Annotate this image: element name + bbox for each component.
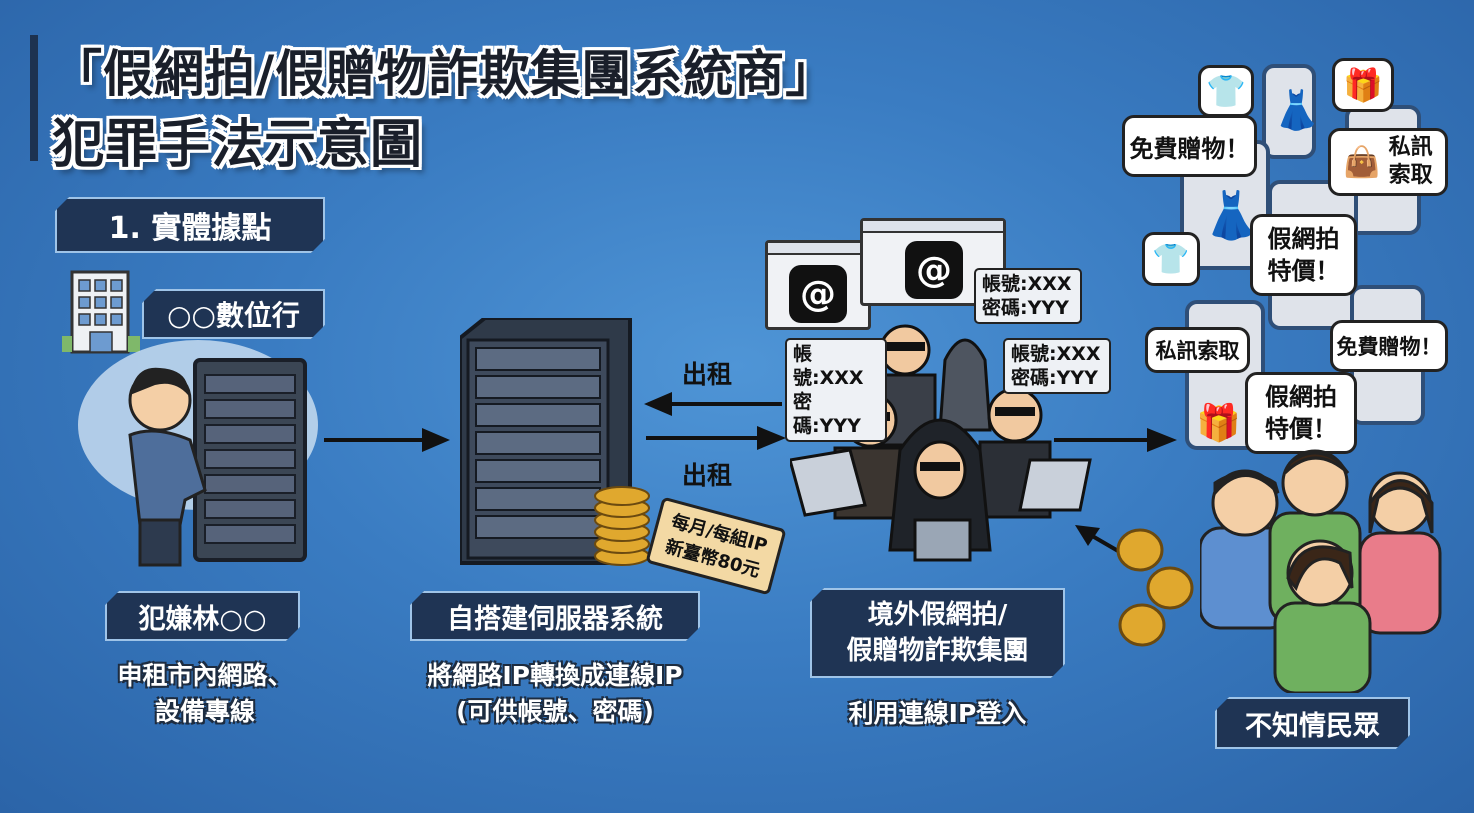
bubble-fake-sale: 假網拍特價！ (1250, 214, 1357, 296)
bubble-free-gift: 免費贈物！ (1330, 320, 1448, 372)
title-accent-bar (30, 35, 38, 161)
account-line: 帳號:XXX (982, 273, 1072, 295)
arrow-left-icon (644, 392, 782, 416)
dress-icon: 👗 (1273, 88, 1321, 132)
suspect-at-server-illustration (128, 358, 307, 567)
section-label: 1. 實體據點 (55, 197, 325, 253)
browser-window: @ (765, 240, 871, 330)
bubble-fake-sale: 假網拍特價！ (1245, 372, 1357, 454)
password-line: 密碼:YYY (982, 297, 1069, 319)
password-line: 密碼:YYY (793, 391, 861, 437)
coin-stack-icon (594, 486, 650, 566)
public-label: 不知情民眾 (1215, 697, 1410, 749)
server-desc-line2: (可供帳號、密碼) (456, 697, 654, 726)
account-line: 帳號:XXX (1011, 343, 1101, 365)
arrow-right-icon (1054, 428, 1177, 452)
threads-app-icon: @ (789, 265, 847, 323)
bubble-text: 假網拍 (1265, 383, 1337, 411)
bubble-dm-request: 👜 私訊索取 (1328, 128, 1448, 196)
office-building-icon (62, 270, 140, 354)
public-victims-illustration (1200, 449, 1442, 693)
bubble-dm-request: 私訊索取 (1145, 327, 1250, 373)
phone-illustration (1262, 64, 1316, 159)
handbag-icon: 👜 (1343, 144, 1381, 180)
suspect-desc-line2: 設備專線 (154, 697, 255, 726)
threads-app-icon: @ (905, 241, 963, 299)
arrow-right-icon (646, 426, 786, 450)
gift-icon: 🎁 (1196, 403, 1241, 444)
page-subtitle: 犯罪手法示意圖 (52, 115, 424, 175)
location-label: ○○數位行 (142, 289, 325, 339)
bubble-text: 私訊 (1388, 135, 1433, 160)
gang-label-line2: 假贈物詐欺集團 (846, 636, 1029, 666)
tshirt-icon: 👕 (1198, 65, 1254, 117)
suspect-description: 申租市內網路、 設備專線 (60, 658, 350, 730)
bubble-text: 假網拍 (1267, 225, 1340, 253)
password-line: 密碼:YYY (1011, 367, 1098, 389)
suspect-desc-line1: 申租市內網路、 (117, 661, 293, 690)
account-line: 帳號:XXX (793, 343, 864, 389)
bubble-text: 特價！ (1265, 415, 1337, 443)
server-description: 將網路IP轉換成連線IP (可供帳號、密碼) (380, 658, 730, 730)
page-title: 「假網拍/假贈物詐欺集團系統商」 (52, 45, 837, 103)
rent-label-top: 出租 (682, 360, 733, 389)
arrow-right-icon (324, 428, 450, 452)
server-desc-line1: 將網路IP轉換成連線IP (427, 661, 683, 690)
suspect-label: 犯嫌林○○ (105, 591, 300, 641)
rent-label-bottom: 出租 (682, 461, 733, 490)
bubble-free-gift: 免費贈物！ (1122, 115, 1257, 177)
money-flow-coins-icon (1075, 525, 1194, 647)
bubble-text: 特價！ (1267, 257, 1340, 285)
gang-description: 利用連線IP登入 (848, 699, 1027, 728)
gang-label: 境外假網拍/ 假贈物詐欺集團 (810, 588, 1065, 678)
gift-icon: 🎁 (1332, 58, 1394, 112)
server-label: 自搭建伺服器系統 (410, 591, 700, 641)
server-rack-illustration (460, 318, 632, 565)
tshirt-icon: 👕 (1142, 232, 1200, 286)
price-tag: 每月/每組IP 新臺幣80元 (645, 496, 787, 596)
bubble-text: 索取 (1388, 163, 1433, 188)
gang-label-line1: 境外假網拍/ (867, 600, 1008, 630)
